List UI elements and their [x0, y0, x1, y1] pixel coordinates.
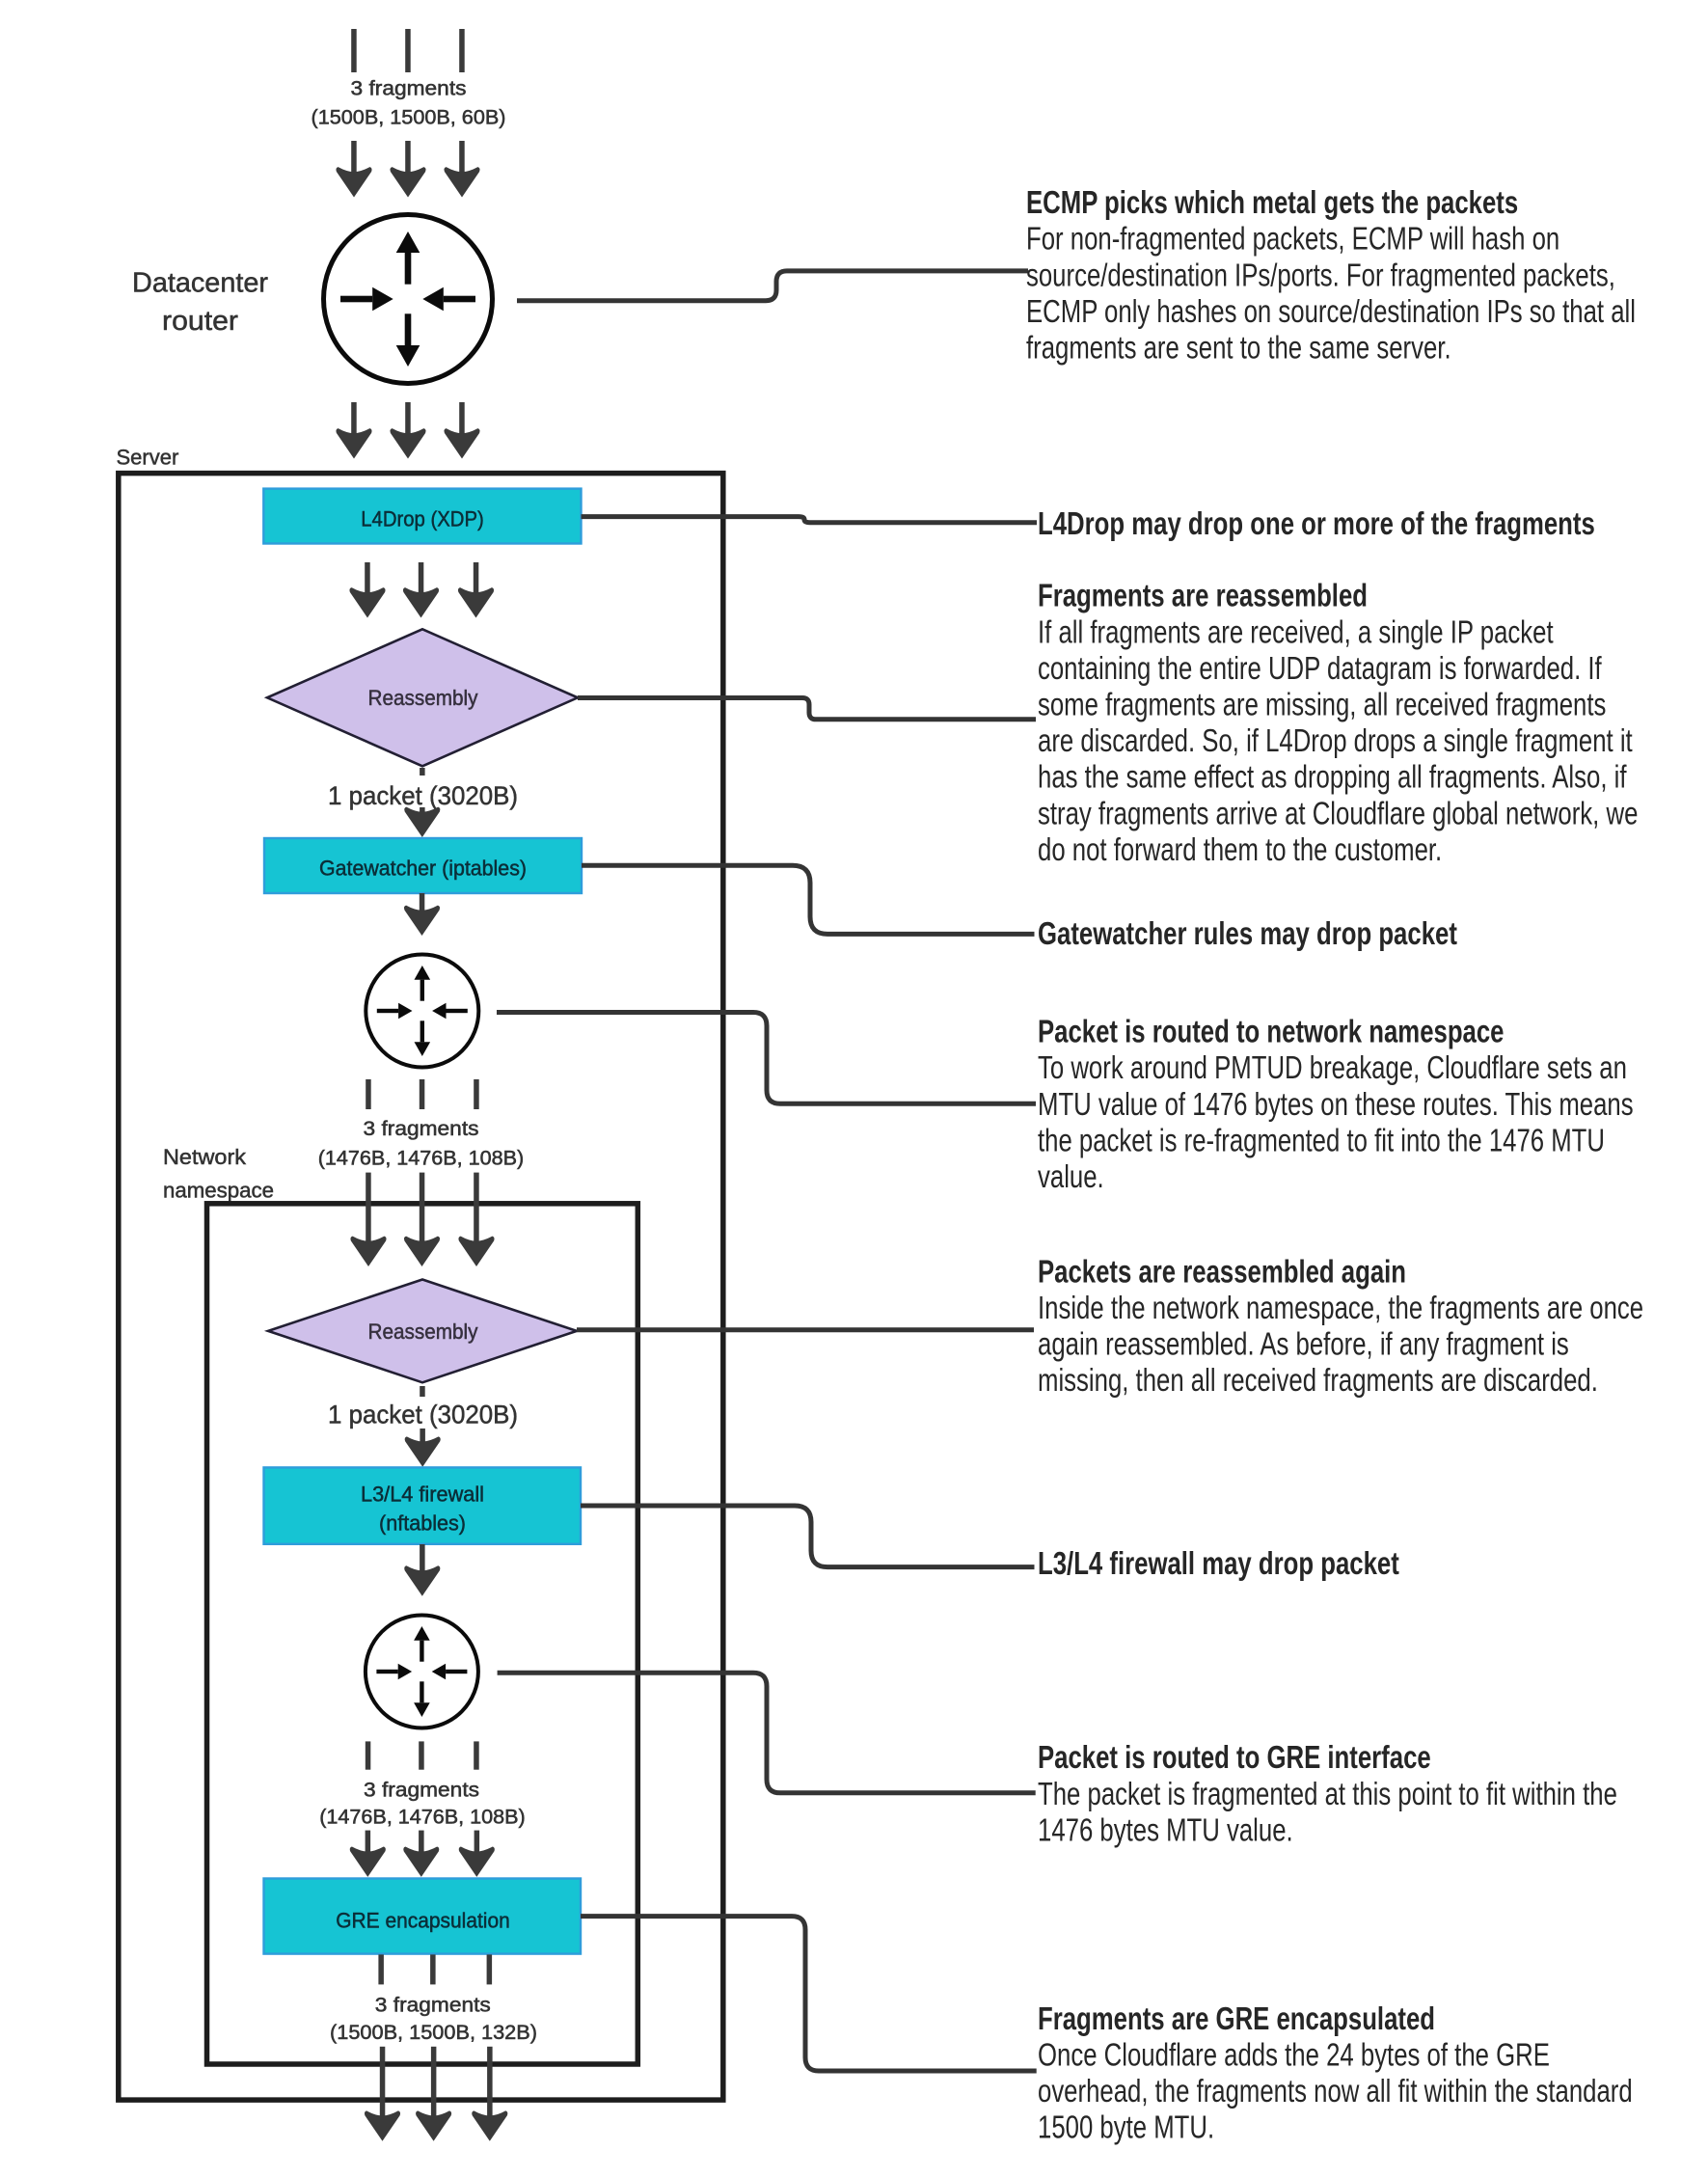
svg-text:Reassembly: Reassembly: [368, 686, 478, 710]
svg-text:(1500B, 1500B, 132B): (1500B, 1500B, 132B): [330, 2022, 537, 2044]
svg-text:missing, then all received fra: missing, then all received fragments are…: [1038, 1362, 1598, 1398]
svg-text:do not forward them to the cus: do not forward them to the customer.: [1038, 831, 1442, 867]
svg-text:L4Drop may drop one or more of: L4Drop may drop one or more of the fragm…: [1038, 505, 1595, 541]
svg-text:ECMP picks which metal gets th: ECMP picks which metal gets the packets: [1026, 184, 1518, 220]
svg-text:(1476B, 1476B, 108B): (1476B, 1476B, 108B): [319, 1806, 526, 1828]
svg-text:stray fragments arrive at Clou: stray fragments arrive at Cloudflare glo…: [1038, 795, 1638, 830]
svg-text:Once Cloudflare adds the 24 by: Once Cloudflare adds the 24 bytes of the…: [1038, 2036, 1550, 2072]
svg-text:1476 bytes MTU value.: 1476 bytes MTU value.: [1038, 1811, 1293, 1847]
svg-text:(1500B, 1500B, 60B): (1500B, 1500B, 60B): [312, 107, 506, 129]
svg-text:containing the entire UDP data: containing the entire UDP datagram is fo…: [1038, 650, 1602, 686]
svg-text:L3/L4 firewall: L3/L4 firewall: [361, 1482, 484, 1506]
svg-text:3 fragments: 3 fragments: [364, 1118, 479, 1140]
svg-text:has the same effect as droppin: has the same effect as dropping all frag…: [1038, 759, 1627, 795]
svg-text:value.: value.: [1038, 1158, 1104, 1194]
svg-text:The packet is fragmented at th: The packet is fragmented at this point t…: [1038, 1776, 1617, 1811]
svg-text:Packet is routed to GRE interf: Packet is routed to GRE interface: [1038, 1739, 1431, 1775]
svg-text:Server: Server: [117, 446, 179, 470]
svg-text:To work around PMTUD breakage,: To work around PMTUD breakage, Cloudflar…: [1038, 1049, 1627, 1085]
svg-text:Packet is routed to network na: Packet is routed to network namespace: [1038, 1014, 1505, 1049]
svg-text:Reassembly: Reassembly: [368, 1320, 478, 1344]
svg-text:(1476B, 1476B, 108B): (1476B, 1476B, 108B): [318, 1148, 525, 1170]
svg-text:source/destination IPs/ports.: source/destination IPs/ports. For fragme…: [1026, 257, 1615, 292]
svg-text:Fragments are reassembled: Fragments are reassembled: [1038, 578, 1368, 613]
svg-text:Gatewatcher (iptables): Gatewatcher (iptables): [319, 857, 527, 881]
svg-text:Fragments are GRE encapsulated: Fragments are GRE encapsulated: [1038, 2000, 1435, 2036]
svg-text:3 fragments: 3 fragments: [364, 1780, 479, 1802]
svg-text:For non-fragmented packets, EC: For non-fragmented packets, ECMP will ha…: [1026, 221, 1559, 257]
svg-text:again reassembled. As before,: again reassembled. As before, if any fra…: [1038, 1326, 1569, 1362]
svg-text:L3/L4 firewall may drop packet: L3/L4 firewall may drop packet: [1038, 1545, 1399, 1581]
svg-text:Inside the network namespace,: Inside the network namespace, the fragme…: [1038, 1290, 1643, 1325]
svg-text:MTU value of 1476 bytes on the: MTU value of 1476 bytes on these routes.…: [1038, 1086, 1634, 1122]
svg-text:overhead, the fragments now al: overhead, the fragments now all fit with…: [1038, 2073, 1633, 2109]
svg-text:GRE encapsulation: GRE encapsulation: [336, 1909, 510, 1933]
svg-text:1500 byte MTU.: 1500 byte MTU.: [1038, 2109, 1214, 2145]
svg-text:are discarded. So, if L4Drop d: are discarded. So, if L4Drop drops a sin…: [1038, 722, 1633, 758]
svg-text:Datacenter: Datacenter: [132, 267, 268, 298]
svg-text:Packets are reassembled again: Packets are reassembled again: [1038, 1253, 1406, 1289]
svg-text:ECMP only hashes on source/des: ECMP only hashes on source/destination I…: [1026, 293, 1636, 329]
svg-text:3 fragments: 3 fragments: [375, 1995, 491, 2017]
svg-text:1 packet (3020B): 1 packet (3020B): [328, 1401, 518, 1429]
svg-text:(nftables): (nftables): [379, 1510, 466, 1535]
svg-text:fragments are sent to the same: fragments are sent to the same server.: [1026, 330, 1451, 366]
svg-text:router: router: [162, 306, 238, 337]
svg-text:namespace: namespace: [163, 1179, 274, 1203]
svg-text:Network: Network: [163, 1145, 247, 1169]
svg-text:the packet is re-fragmented to: the packet is re-fragmented to fit into …: [1038, 1122, 1605, 1157]
svg-text:some fragments are missing, al: some fragments are missing, all received…: [1038, 687, 1606, 722]
svg-text:If all fragments are received,: If all fragments are received, a single …: [1038, 613, 1554, 649]
svg-text:Gatewatcher rules may drop pac: Gatewatcher rules may drop packet: [1038, 915, 1457, 951]
svg-text:3 fragments: 3 fragments: [351, 78, 467, 100]
svg-text:1 packet (3020B): 1 packet (3020B): [328, 781, 518, 810]
svg-text:L4Drop (XDP): L4Drop (XDP): [361, 507, 484, 531]
